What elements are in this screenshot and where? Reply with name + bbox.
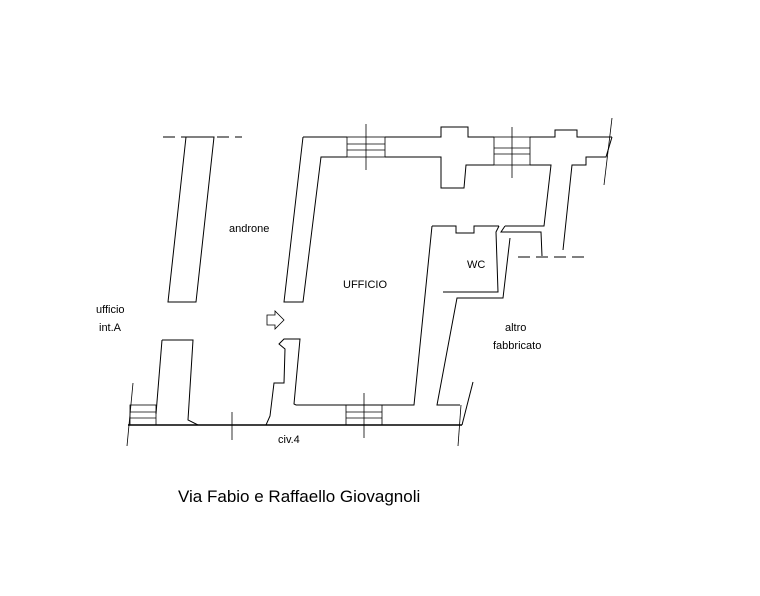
label-civico: civ.4 <box>278 434 300 446</box>
cut-line-top-right <box>603 117 613 186</box>
wall-office-right <box>296 225 433 406</box>
arrow-right-icon <box>266 310 285 330</box>
window-bottom-left <box>129 404 157 426</box>
wall-corridor-upper-left <box>167 136 215 303</box>
label-wc: WC <box>467 259 485 271</box>
wall-right-return <box>562 136 613 251</box>
wall-top-segment-b <box>385 126 494 138</box>
cut-line-bottom-right <box>457 404 462 447</box>
label-altro-line1: altro <box>505 322 526 334</box>
wall-wc-right-inner <box>453 225 500 293</box>
label-ufficio-side-line2: int.A <box>99 322 122 334</box>
label-ufficio-main: UFFICIO <box>343 279 387 291</box>
wall-left-edge <box>155 339 163 415</box>
wall-office-left-upper <box>283 136 347 303</box>
wall-top-inner-c <box>505 164 552 227</box>
label-street: Via Fabio e Raffaello Giovagnoli <box>178 487 420 506</box>
cut-line-bottom-left <box>126 382 134 447</box>
wall-altro-left <box>436 237 511 406</box>
wall-wc-top <box>432 225 499 234</box>
wall-corridor-lower <box>162 338 301 426</box>
label-androne: androne <box>229 223 269 235</box>
wall-top-inner-b <box>385 156 494 189</box>
label-altro-line2: fabbricato <box>493 340 541 352</box>
wall-altro-right <box>461 381 474 426</box>
label-ufficio-side-line1: ufficio <box>96 304 125 316</box>
wall-wc-right-outer <box>500 225 543 257</box>
wall-top-segment-c <box>530 129 612 138</box>
